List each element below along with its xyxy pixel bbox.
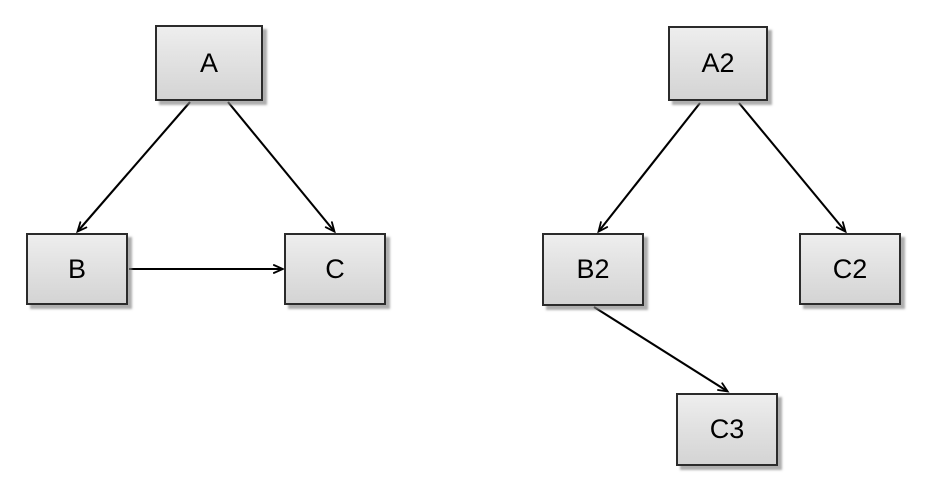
node-c-label: C (325, 253, 345, 284)
edge-b2-to-c3[interactable] (593, 306, 730, 393)
node-a-label: A (199, 47, 218, 78)
node-a[interactable]: A (155, 25, 263, 101)
node-c[interactable]: C (284, 233, 386, 305)
edge-a-to-c[interactable] (227, 101, 336, 234)
node-c3-label: C3 (709, 414, 745, 444)
node-a2-label: A2 (701, 48, 735, 78)
node-c3[interactable]: C3 (676, 393, 778, 466)
edge-a-to-b[interactable] (76, 101, 191, 234)
edge-a2-to-b2[interactable] (597, 102, 701, 234)
node-b2-label: B2 (576, 254, 610, 284)
edge-a2-to-c2[interactable] (738, 102, 847, 234)
node-b[interactable]: B (26, 233, 128, 305)
node-b2[interactable]: B2 (542, 233, 644, 306)
node-c2-label: C2 (832, 253, 868, 284)
node-b-label: B (67, 253, 86, 284)
node-a2[interactable]: A2 (668, 26, 768, 101)
node-c2[interactable]: C2 (799, 233, 901, 305)
